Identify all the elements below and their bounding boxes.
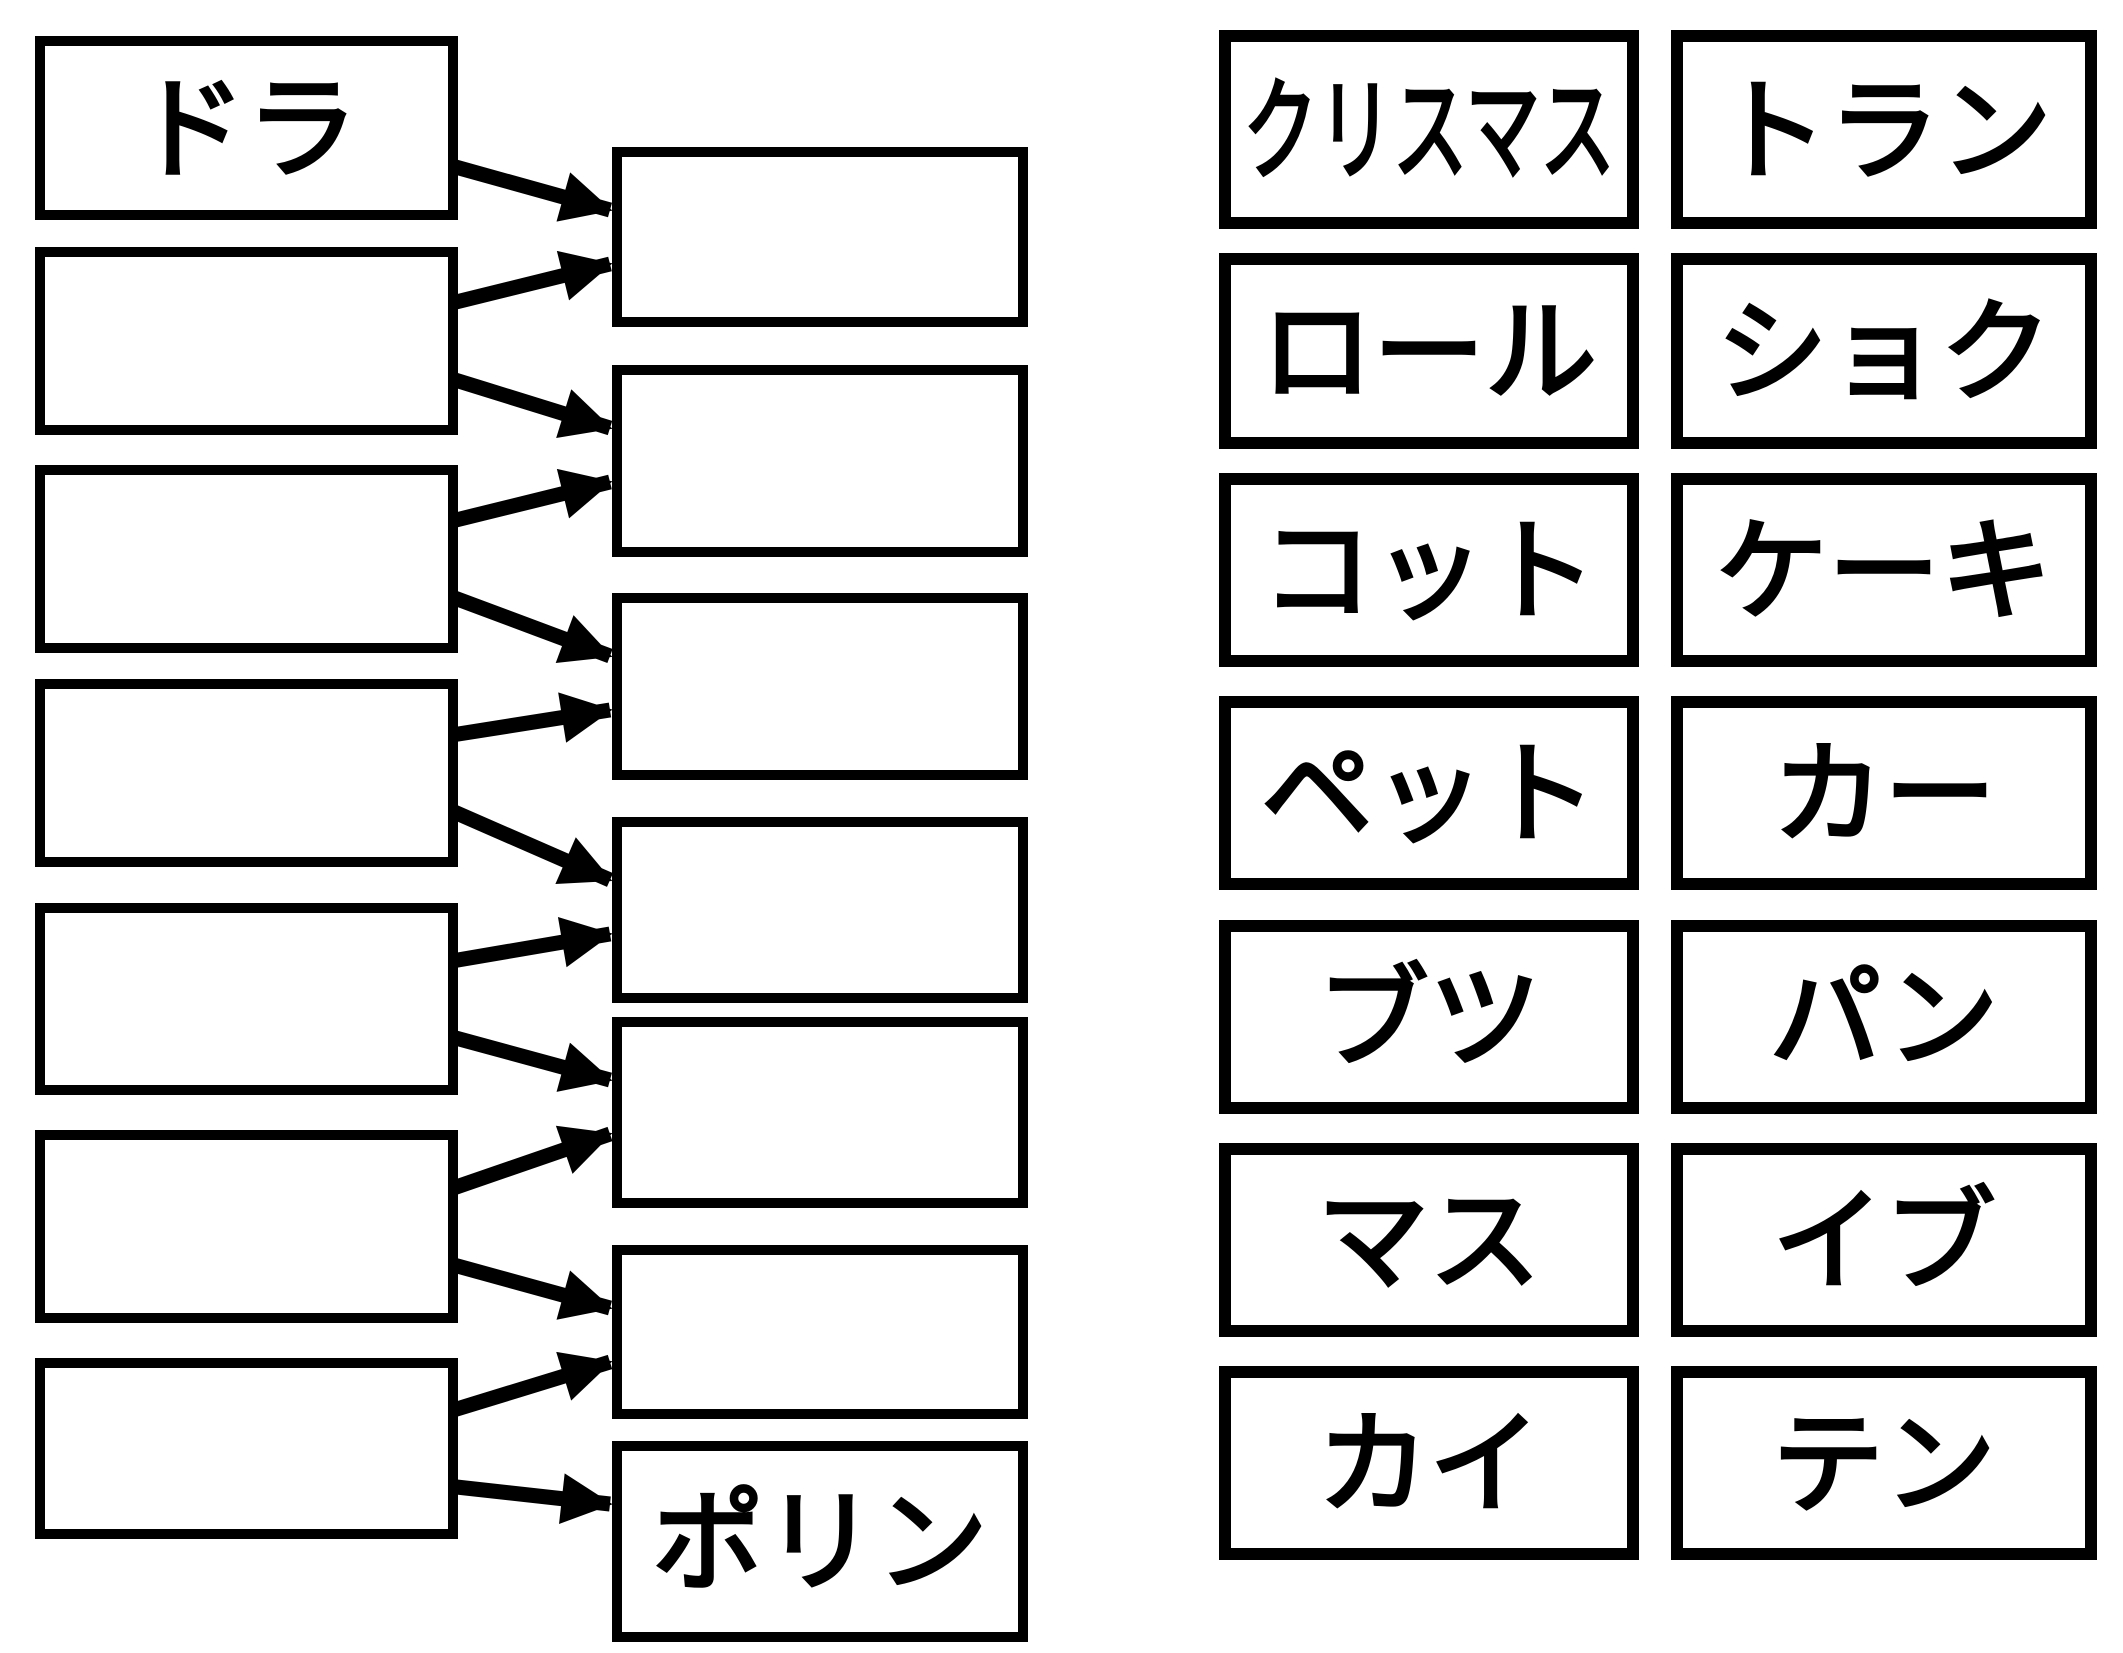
chain-middle-box-7-given — [612, 1441, 1028, 1642]
connection-arrow — [450, 468, 613, 529]
word-tile-a5: ブツ — [1219, 920, 1639, 1114]
word-bank-column-a: クリスマス ロール コット ペット ブツ マス カイ — [1219, 30, 1639, 1560]
chain-left-box-3 — [35, 465, 458, 653]
connection-arrow — [449, 371, 613, 439]
word-tile-b3-label: ケーキ — [1716, 507, 2052, 637]
word-tile-a4-box[interactable] — [1219, 696, 1639, 890]
word-tile-a7-label: カイ — [1317, 1400, 1541, 1530]
word-tile-b2-box[interactable] — [1671, 253, 2097, 449]
word-tile-a3-label: コット — [1261, 507, 1597, 637]
word-tile-b4-box[interactable] — [1671, 696, 2097, 890]
chain-left-box-6-answer-slot[interactable] — [35, 1130, 458, 1323]
chain-middle-box-4-answer-slot[interactable] — [612, 817, 1028, 1003]
connection-arrow — [450, 250, 613, 311]
chain-left-box-5-answer-slot[interactable] — [35, 903, 458, 1095]
word-tile-b7-box[interactable] — [1671, 1366, 2097, 1560]
word-tile-a6-label: マス — [1317, 1177, 1541, 1307]
word-tile-b4: カー — [1671, 696, 2097, 890]
chain-left-box-4 — [35, 679, 458, 867]
chain-middle-box-3-answer-slot[interactable] — [612, 593, 1028, 780]
chain-left-box-7-answer-slot[interactable] — [35, 1358, 458, 1539]
word-tile-b1-label: トラン — [1716, 67, 2052, 197]
chain-left-box-2-answer-slot[interactable] — [35, 247, 458, 435]
word-tile-b5: パン — [1671, 920, 2097, 1114]
chain-middle-box-3 — [612, 593, 1028, 780]
word-tile-a5-label: ブツ — [1317, 954, 1541, 1084]
chain-middle-box-4 — [612, 817, 1028, 1003]
chain-left-box-7 — [35, 1358, 458, 1539]
chain-left-box-5 — [35, 903, 458, 1095]
word-tile-a1-box[interactable] — [1219, 30, 1639, 229]
connection-arrow — [448, 804, 614, 887]
chain-left-box-4-answer-slot[interactable] — [35, 679, 458, 867]
chain-middle-box-2-answer-slot[interactable] — [612, 365, 1028, 557]
word-tile-a4-label: ペット — [1261, 730, 1597, 860]
word-tile-b2: ショク — [1671, 253, 2097, 449]
connection-arrow — [449, 1125, 613, 1196]
chain-middle-box-1-answer-slot[interactable] — [612, 147, 1028, 327]
connection-arrow — [449, 1351, 613, 1418]
word-tile-b5-box[interactable] — [1671, 920, 2097, 1114]
chain-middle-box-6 — [612, 1245, 1028, 1419]
connection-arrows — [448, 158, 614, 1525]
chain-left-label-1: ドラ — [134, 65, 358, 195]
word-tile-b7: テン — [1671, 1366, 2097, 1560]
word-tile-a2-label: ロール — [1261, 288, 1597, 418]
connection-arrow — [449, 158, 613, 222]
word-tile-a7-box[interactable] — [1219, 1366, 1639, 1560]
word-tile-b2-label: ショク — [1716, 288, 2052, 418]
word-tile-a7: カイ — [1219, 1366, 1639, 1560]
word-tile-a6: マス — [1219, 1143, 1639, 1337]
chain-left-box-3-answer-slot[interactable] — [35, 465, 458, 653]
word-tile-b6-box[interactable] — [1671, 1143, 2097, 1337]
word-tile-a1-label: クリスマス — [1243, 67, 1615, 197]
word-tile-b5-label: パン — [1769, 954, 1999, 1084]
connection-arrow — [451, 1473, 613, 1525]
word-tile-a1: クリスマス — [1219, 30, 1639, 229]
chain-middle-column: ポリン — [612, 147, 1028, 1642]
word-tile-a2-box[interactable] — [1219, 253, 1639, 449]
word-bank-column-b: トラン ショク ケーキ カー パン イブ テン — [1671, 30, 2097, 1560]
connection-arrow — [450, 1257, 613, 1320]
word-tile-b4-label: カー — [1772, 730, 1996, 860]
word-tile-b6: イブ — [1671, 1143, 2097, 1337]
chain-middle-box-2 — [612, 365, 1028, 557]
word-tile-a5-box[interactable] — [1219, 920, 1639, 1114]
connection-arrow — [450, 1029, 613, 1092]
word-tile-b7-label: テン — [1772, 1400, 1996, 1530]
chain-middle-box-1 — [612, 147, 1028, 327]
word-tile-b3-box[interactable] — [1671, 473, 2097, 667]
word-tile-b1: トラン — [1671, 30, 2097, 229]
word-tile-b1-box[interactable] — [1671, 30, 2097, 229]
chain-middle-label-7: ポリン — [652, 1478, 988, 1608]
chain-left-box-1-given — [35, 36, 458, 220]
word-tile-b6-label: イブ — [1772, 1177, 1996, 1307]
chain-left-box-2 — [35, 247, 458, 435]
chain-middle-box-5 — [612, 1017, 1028, 1208]
word-tile-a6-box[interactable] — [1219, 1143, 1639, 1337]
chain-middle-box-6-answer-slot[interactable] — [612, 1245, 1028, 1419]
word-tile-a4: ペット — [1219, 696, 1639, 890]
connection-arrow — [450, 917, 613, 969]
chain-left-box-6 — [35, 1130, 458, 1323]
chain-middle-box-7: ポリン — [612, 1441, 1028, 1642]
chain-left-column: ドラ — [35, 36, 458, 1539]
connection-arrow — [450, 692, 613, 743]
word-tile-a3: コット — [1219, 473, 1639, 667]
word-tile-b3: ケーキ — [1671, 473, 2097, 667]
connection-arrow — [449, 589, 613, 664]
chain-middle-box-5-answer-slot[interactable] — [612, 1017, 1028, 1208]
word-tile-a3-box[interactable] — [1219, 473, 1639, 667]
chain-left-box-1: ドラ — [35, 36, 458, 220]
word-tile-a2: ロール — [1219, 253, 1639, 449]
